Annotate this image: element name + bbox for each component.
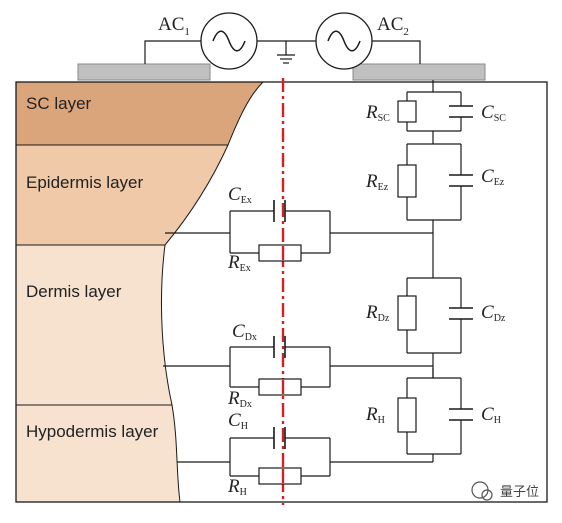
skin-border — [15, 81, 548, 503]
dermis-layer-label: Dermis layer — [26, 282, 122, 301]
c-dz-capacitor — [449, 307, 473, 320]
right-electrode — [352, 63, 486, 81]
hypodermis-layer-region — [15, 404, 181, 503]
horizontal-branches — [163, 210, 434, 477]
c-ez-capacitor — [449, 174, 473, 187]
r-dz-label: RDz — [365, 302, 390, 324]
r-ex-resistor — [258, 244, 302, 262]
c-sc-capacitor — [449, 105, 473, 118]
watermark-text: 量子位 — [500, 485, 539, 500]
c-ex-capacitor — [273, 200, 286, 222]
source-circuit — [144, 40, 421, 64]
c-sc-label: CSC — [481, 102, 506, 124]
left-electrode — [77, 63, 211, 81]
c-hx-capacitor — [273, 427, 286, 449]
c-h-capacitor — [449, 408, 473, 421]
r-hx-resistor — [258, 467, 302, 485]
c-dz-label: CDz — [481, 302, 506, 324]
hypodermis-layer-label: Hypodermis layer — [26, 422, 159, 441]
ac1-source-icon — [200, 12, 258, 70]
c-ex-label: CEx — [228, 184, 252, 206]
dermis-layer-region — [15, 244, 173, 406]
r-dz-resistor — [397, 295, 417, 331]
sc-layer-region — [15, 81, 265, 146]
r-ex-label: REx — [227, 252, 251, 274]
ac2-source-icon — [315, 12, 373, 70]
r-h-label: RH — [365, 404, 385, 426]
ac1-label: AC1 — [158, 14, 190, 38]
watermark: 量子位 — [471, 481, 539, 501]
r-dx-label: RDx — [227, 388, 252, 410]
c-dx-capacitor — [273, 336, 286, 358]
vertical-impedance-chain — [406, 80, 462, 455]
r-ez-label: REz — [365, 171, 389, 193]
c-dx-label: CDx — [232, 321, 257, 343]
c-ez-label: CEz — [481, 166, 505, 188]
c-hx-label: CH — [228, 410, 248, 432]
c-h-label: CH — [481, 404, 501, 426]
epidermis-layer-label: Epidermis layer — [26, 173, 143, 192]
r-sc-label: RSC — [365, 102, 390, 124]
ac2-label: AC2 — [377, 14, 409, 38]
sc-layer-label: SC layer — [26, 94, 92, 113]
epidermis-layer-region — [15, 144, 229, 246]
r-sc-resistor — [397, 100, 417, 123]
r-dx-resistor — [258, 378, 302, 396]
r-h-resistor — [397, 397, 417, 433]
r-hx-label: RH — [227, 476, 247, 498]
r-ez-resistor — [397, 164, 417, 198]
